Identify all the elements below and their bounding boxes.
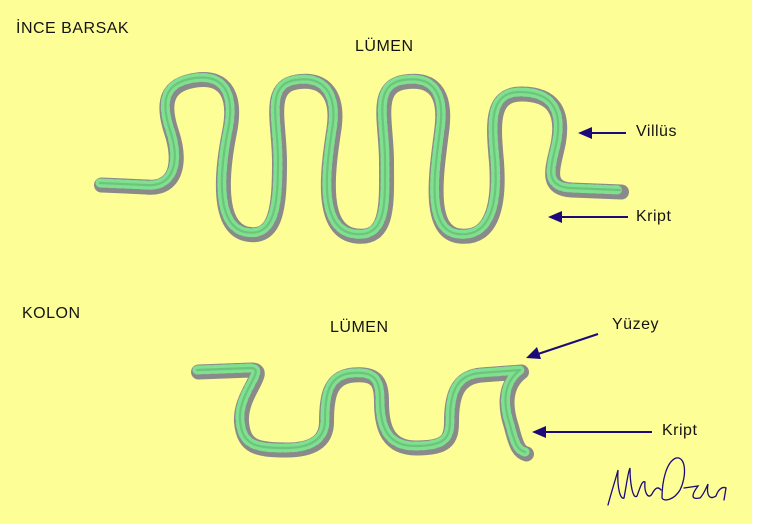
surface-label: Yüzey: [612, 316, 659, 334]
lumen-label-bottom: LÜMEN: [330, 319, 389, 337]
histology-drawing: [0, 0, 752, 524]
lumen-label-top: LÜMEN: [355, 38, 414, 56]
diagram-panel: İNCE BARSAK LÜMEN Villüs Kript KOLON LÜM…: [0, 0, 752, 524]
crypt-arrow-top: [548, 211, 628, 223]
crypt-arrow-bottom: [532, 426, 652, 438]
signature: [608, 458, 726, 505]
small-intestine-epithelium: [100, 78, 622, 237]
colon-epithelium: [197, 368, 527, 454]
crypt-label-top: Kript: [636, 208, 671, 226]
colon-title: KOLON: [22, 305, 81, 323]
villus-arrow: [578, 127, 626, 139]
villus-label: Villüs: [636, 123, 677, 141]
crypt-label-bottom: Kript: [662, 422, 697, 440]
small-intestine-title: İNCE BARSAK: [16, 20, 129, 38]
surface-arrow: [526, 334, 598, 359]
